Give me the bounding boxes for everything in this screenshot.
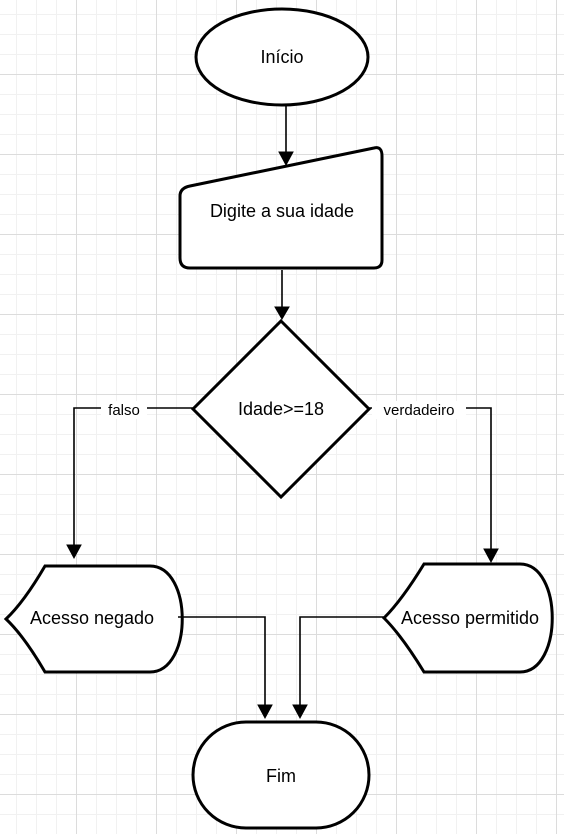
node-denied[interactable]: Acesso negado: [3, 564, 184, 674]
arrowhead-allowed-end: [292, 704, 308, 720]
edge-false-branch: falso: [66, 401, 193, 560]
node-allowed[interactable]: Acesso permitido: [381, 562, 554, 674]
edge-true-line: [369, 407, 492, 552]
edge-denied-to-end: [178, 616, 273, 720]
decision-diamond: [190, 318, 372, 500]
start-label: Início: [260, 47, 303, 67]
edge-denied-end-line: [178, 616, 266, 708]
edge-true-branch: verdadeiro: [369, 401, 499, 564]
false-label-bg: [101, 401, 147, 419]
start-ellipse: [194, 7, 370, 107]
arrowhead-denied-end: [257, 704, 273, 720]
end-label: Fim: [266, 766, 296, 786]
edge-false-line: [73, 407, 193, 548]
decision-label: Idade>=18: [238, 399, 324, 419]
input-label: Digite a sua idade: [210, 201, 354, 221]
allowed-label: Acesso permitido: [401, 608, 539, 628]
edge-input-to-decision: [274, 270, 290, 320]
node-end[interactable]: Fim: [191, 720, 371, 830]
end-terminator: [191, 720, 371, 830]
denied-display-shape: [3, 564, 184, 674]
true-label: verdadeiro: [384, 402, 455, 419]
true-label-bg: [372, 401, 466, 419]
node-input[interactable]: Digite a sua idade: [178, 146, 384, 270]
edge-allowed-end-line: [299, 616, 384, 708]
arrowhead-input-decision: [274, 306, 290, 320]
node-start[interactable]: Início: [194, 7, 370, 107]
input-shape: [178, 146, 384, 270]
arrowhead-true: [483, 548, 499, 564]
allowed-display-shape: [381, 562, 554, 674]
arrowhead-false: [66, 544, 82, 560]
node-decision[interactable]: Idade>=18: [190, 318, 372, 500]
edge-allowed-to-end: [292, 616, 384, 720]
arrowhead-start-input: [278, 151, 294, 167]
false-label: falso: [108, 402, 140, 419]
edge-start-to-input: [278, 106, 294, 167]
denied-label: Acesso negado: [30, 608, 154, 628]
